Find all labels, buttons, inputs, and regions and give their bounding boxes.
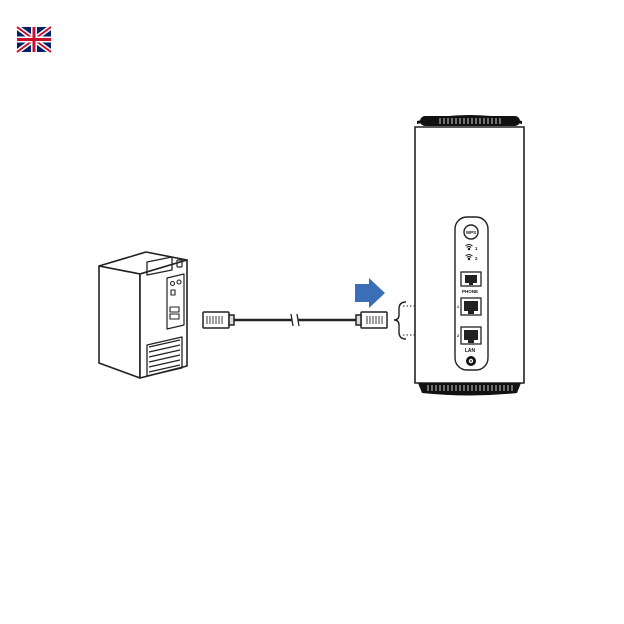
top-vent-grille [420, 116, 520, 126]
wps-label: WPS [466, 230, 476, 235]
desktop-tower-icon [99, 252, 187, 378]
router-icon: WPS 1 2 PHONE [415, 115, 524, 396]
lan-label: LAN [465, 348, 476, 354]
left-rj45-plug [203, 312, 234, 328]
phone-label: PHONE [462, 289, 478, 294]
ethernet-cable-icon [203, 312, 387, 328]
lan-port-1[interactable] [461, 298, 481, 315]
arrow-right-icon [355, 278, 385, 308]
bottom-vent-grille [418, 383, 521, 396]
phone-port[interactable] [461, 272, 481, 286]
wps-button[interactable]: WPS [464, 225, 478, 239]
lan-port-2[interactable] [461, 327, 481, 344]
right-rj45-plug [356, 312, 387, 328]
power-socket[interactable] [466, 356, 476, 366]
uk-flag-icon[interactable] [17, 27, 51, 52]
